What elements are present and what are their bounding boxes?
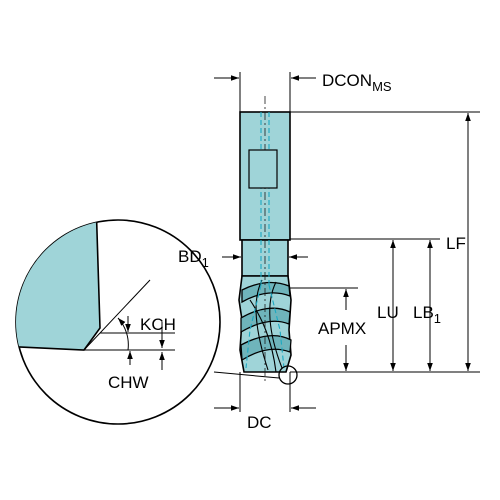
dim-apmx	[290, 287, 358, 371]
label-apmx: APMX	[318, 319, 366, 338]
label-dc: DC	[247, 413, 272, 432]
dim-dc	[214, 372, 316, 412]
label-lb1: LB1	[413, 303, 441, 326]
dim-lf	[290, 111, 480, 373]
detail-cutter-corner	[16, 220, 101, 351]
flute-edges	[249, 279, 283, 373]
weldon-flat	[248, 149, 278, 189]
coolant-channels	[245, 112, 285, 369]
label-dcon: DCONMS	[322, 71, 392, 94]
label-kch: KCH	[140, 315, 176, 334]
label-lf: LF	[446, 234, 466, 253]
dim-lb1	[290, 238, 440, 371]
flute-helix	[240, 281, 292, 362]
label-bd1: BD1	[178, 247, 209, 270]
detail-leader	[213, 371, 280, 379]
end-mill-tool	[213, 96, 298, 385]
label-lu: LU	[377, 303, 399, 322]
label-chw: CHW	[108, 373, 149, 392]
detail-marker-circle	[278, 365, 298, 385]
dim-dcon	[214, 72, 316, 112]
